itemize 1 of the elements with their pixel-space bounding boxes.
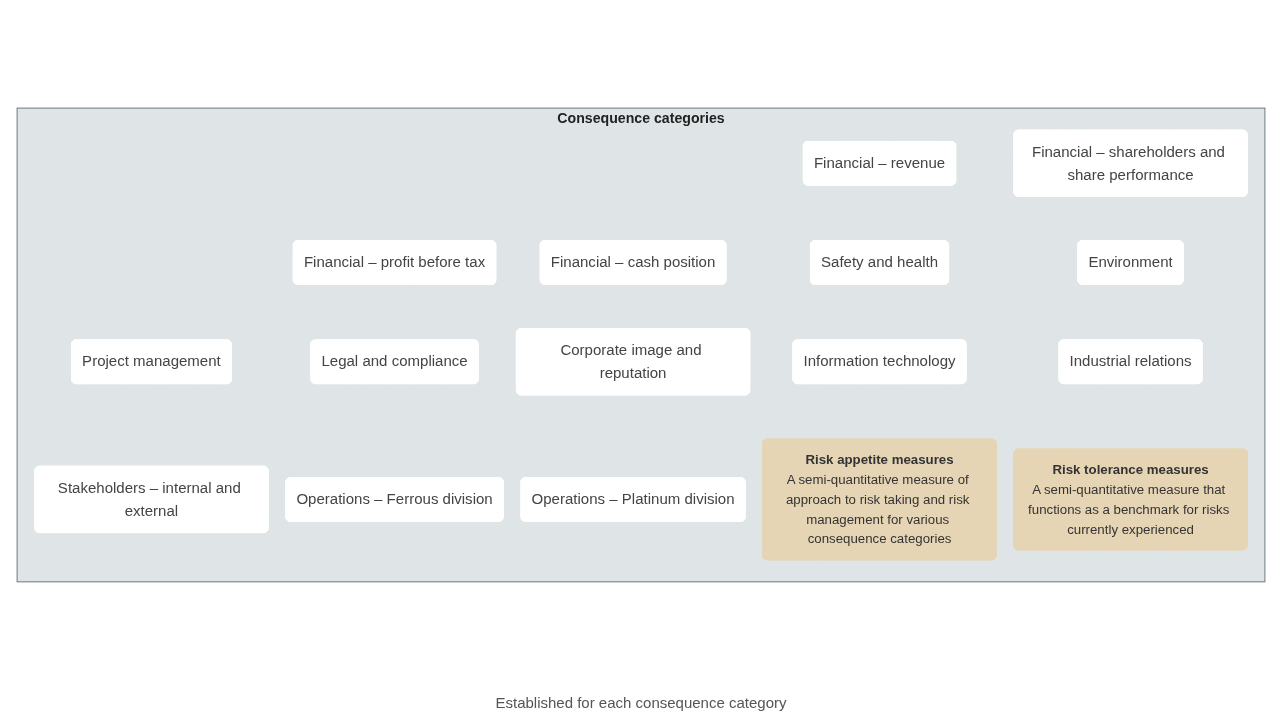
- note-text: Established for each consequence category: [495, 694, 787, 711]
